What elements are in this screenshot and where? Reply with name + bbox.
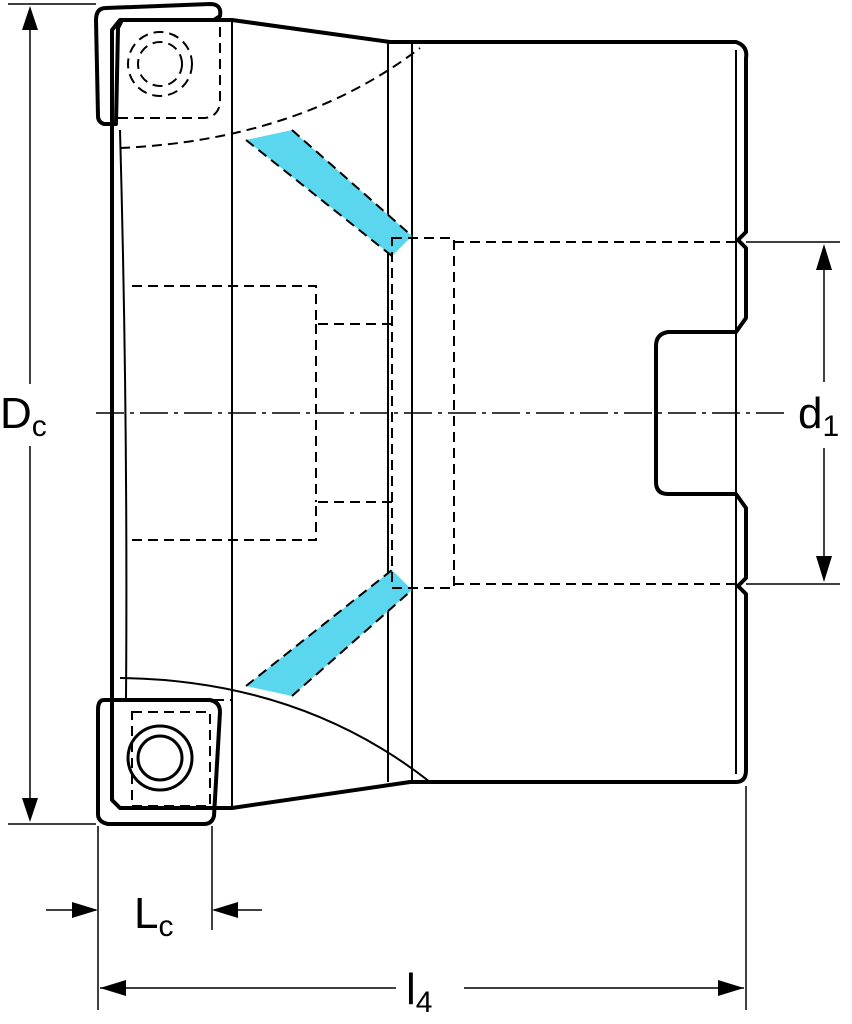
svg-text:l4: l4: [406, 965, 432, 1019]
insert-top-body: [94, 2, 223, 126]
lc-subscript: c: [158, 910, 173, 943]
counterbore: [132, 285, 392, 541]
dimension-l4: l4: [100, 786, 747, 1019]
insert-seat-top: [118, 24, 221, 119]
insert-bottom-screw-hole: [136, 734, 184, 782]
dimension-d1: d1: [746, 241, 840, 585]
dc-label: D: [0, 389, 32, 438]
chip-pocket-bottom: [119, 677, 431, 783]
svg-text:Dc: Dc: [0, 389, 47, 443]
insert-bottom-body: [96, 698, 222, 826]
dc-subscript: c: [32, 410, 47, 443]
l4-label: l: [406, 965, 416, 1014]
dimension-dc: Dc: [0, 3, 96, 825]
l4-subscript: 4: [416, 986, 433, 1019]
svg-text:d1: d1: [798, 389, 839, 443]
coolant-channels: [245, 129, 413, 697]
insert-top: [94, 2, 223, 126]
body-outline: [110, 18, 749, 810]
pilot-bore: [391, 237, 455, 589]
coolant-channel-upper: [246, 130, 412, 256]
insert-top-screw-hole: [127, 31, 193, 97]
svg-text:Lc: Lc: [134, 889, 173, 943]
d1-label: d: [798, 389, 822, 438]
insert-bottom: [96, 698, 222, 826]
cutter-body: [110, 18, 749, 810]
chip-pocket-top: [119, 47, 421, 149]
lc-label: L: [134, 889, 158, 938]
d1-subscript: 1: [822, 410, 839, 443]
face-edge-line: [119, 129, 128, 701]
dimension-lc: Lc: [46, 826, 262, 1010]
coolant-channel-lower: [246, 570, 412, 696]
insert-bottom-screw-hole-outer: [126, 724, 194, 792]
